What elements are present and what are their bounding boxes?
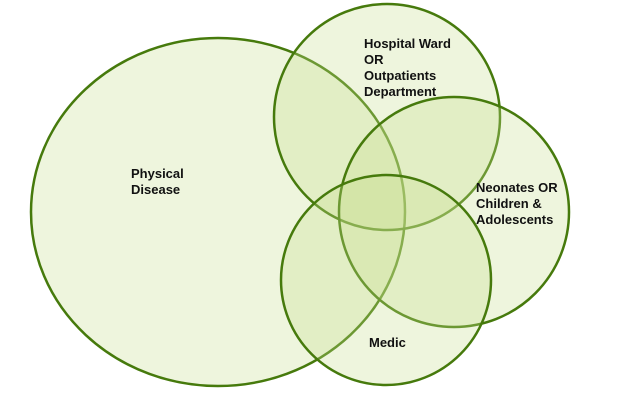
set-physical-disease	[29, 36, 407, 388]
label-physical-disease: Physical Disease	[131, 166, 184, 197]
label-medic: Medic	[369, 335, 406, 350]
set-neonates	[337, 95, 571, 329]
label-neonates: Neonates OR Children & Adolescents	[476, 180, 558, 227]
set-medic	[279, 173, 493, 387]
label-hospital-ward: Hospital Ward OR Outpatients Department	[364, 36, 451, 99]
